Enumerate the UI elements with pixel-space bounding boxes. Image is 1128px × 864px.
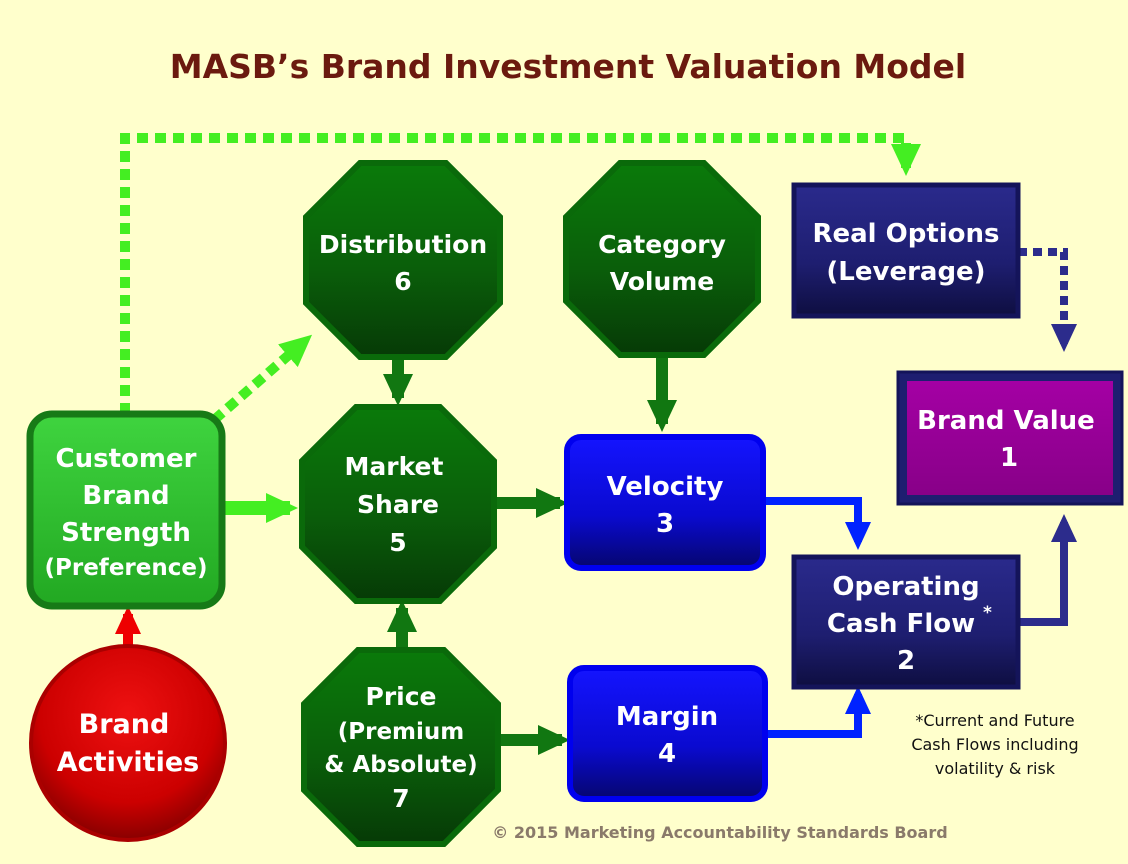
node-brand-value: Brand Value 1 <box>896 370 1124 506</box>
cbs-label-line-4: (Preference) <box>45 555 208 581</box>
node-distribution: Distribution 6 <box>303 160 503 360</box>
cash-flow-label-line-2: Cash Flow <box>827 609 975 639</box>
footnote-line-1: *Current and Future <box>915 711 1074 730</box>
arrow-velocity-to-cash-flow <box>765 497 871 550</box>
distribution-label-line-2: 6 <box>394 267 411 296</box>
category-volume-label-line-2: Volume <box>610 267 715 296</box>
footnote-line-2: Cash Flows including <box>911 735 1078 754</box>
velocity-label-line-1: Velocity <box>607 472 724 502</box>
market-share-label-line-2: Share <box>357 490 439 519</box>
margin-label-line-2: 4 <box>658 739 676 769</box>
arrow-cbs-to-distribution <box>210 334 313 424</box>
brand-value-label-line-2: 1 <box>1000 443 1018 473</box>
footnote: *Current and Future Cash Flows including… <box>911 711 1078 778</box>
market-share-label-line-1: Market <box>345 452 444 481</box>
node-brand-activities: Brand Activities <box>29 644 227 842</box>
activities-label-line-1: Brand <box>79 709 170 740</box>
node-real-options: Real Options (Leverage) <box>791 182 1021 319</box>
footnote-line-3: volatility & risk <box>935 759 1056 778</box>
node-customer-brand-strength: Customer Brand Strength (Preference) <box>26 410 226 610</box>
node-velocity: Velocity 3 <box>564 434 766 571</box>
price-label-line-1: Price <box>366 682 437 711</box>
node-margin: Margin 4 <box>567 665 768 802</box>
cash-flow-label-line-1: Operating <box>832 572 979 602</box>
real-options-label-line-1: Real Options <box>812 219 999 249</box>
price-label-line-3: & Absolute) <box>324 752 477 778</box>
arrow-real-options-to-brand-value <box>1018 248 1077 352</box>
real-options-label-line-2: (Leverage) <box>826 257 985 287</box>
distribution-label-line-1: Distribution <box>319 230 487 259</box>
brand-value-label-line-1: Brand Value <box>917 406 1095 436</box>
arrow-cbs-to-real-options <box>120 133 921 414</box>
node-operating-cash-flow: Operating Cash Flow * 2 <box>791 554 1021 690</box>
node-price: Price (Premium & Absolute) 7 <box>301 647 501 847</box>
cbs-label-line-1: Customer <box>56 444 197 474</box>
arrow-cash-flow-to-brand-value <box>1018 514 1077 626</box>
price-label-line-4: 7 <box>392 784 409 813</box>
copyright-notice: © 2015 Marketing Accountability Standard… <box>492 823 947 842</box>
cbs-label-line-2: Brand <box>82 481 169 511</box>
velocity-label-line-2: 3 <box>656 509 674 539</box>
category-volume-label-line-1: Category <box>598 230 726 259</box>
diagram-title: MASB’s Brand Investment Valuation Model <box>170 47 967 86</box>
margin-label-line-1: Margin <box>616 702 718 732</box>
cbs-label-line-3: Strength <box>61 518 191 548</box>
cash-flow-label-line-3: 2 <box>897 646 915 676</box>
node-market-share: Market Share 5 <box>299 404 497 604</box>
activities-label-line-2: Activities <box>57 747 199 778</box>
market-share-label-line-3: 5 <box>389 528 406 557</box>
price-label-line-2: (Premium <box>338 719 465 745</box>
arrow-margin-to-cash-flow <box>766 686 871 738</box>
cash-flow-footnote-marker: * <box>983 603 992 623</box>
node-category-volume: Category Volume <box>563 160 761 358</box>
